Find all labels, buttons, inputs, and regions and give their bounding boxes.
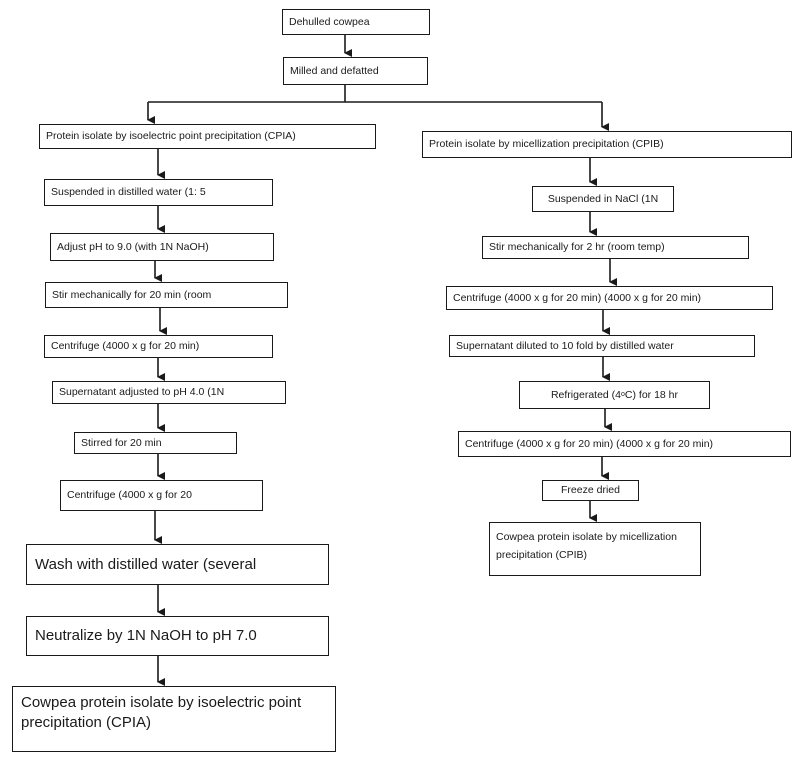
node-right-step-2: Stir mechanically for 2 hr (room temp) (482, 236, 749, 259)
node-cpia-result: Cowpea protein isolate by isoelectric po… (12, 686, 336, 752)
node-right-step-5: Centrifuge (4000 x g for 20 min) (4000 x… (458, 431, 791, 457)
node-right-step-3: Centrifuge (4000 x g for 20 min) (4000 x… (446, 286, 773, 310)
node-milled-defatted: Milled and defatted (283, 57, 428, 85)
node-cpib-result: Cowpea protein isolate by micellization … (489, 522, 701, 576)
node-right-step-6: Freeze dried (542, 480, 639, 501)
node-left-step-9: Neutralize by 1N NaOH to pH 7.0 (26, 616, 329, 656)
node-left-step-6: Stirred for 20 min (74, 432, 237, 454)
node-dehulled-cowpea: Dehulled cowpea (282, 9, 430, 35)
node-cpib-header: Protein isolate by micellization precipi… (422, 131, 792, 158)
node-left-step-5: Supernatant adjusted to pH 4.0 (1N (52, 381, 286, 404)
node-cpia-header: Protein isolate by isoelectric point pre… (39, 124, 376, 149)
node-left-step-3: Stir mechanically for 20 min (room (45, 282, 288, 308)
node-left-step-7: Centrifuge (4000 x g for 20 (60, 480, 263, 511)
refrigerated-text-after: C) for 18 hr (624, 388, 679, 401)
refrigerated-text-before: Refrigerated (4 (550, 388, 622, 401)
node-left-step-2: Adjust pH to 9.0 (with 1N NaOH) (50, 233, 274, 261)
node-right-step-1: Suspended in NaCl (1N (532, 186, 674, 212)
node-left-step-1: Suspended in distilled water (1: 5 (44, 179, 273, 206)
node-left-step-4: Centrifuge (4000 x g for 20 min) (44, 335, 273, 358)
node-left-step-8: Wash with distilled water (several (26, 544, 329, 585)
node-right-step-4: Supernatant diluted to 10 fold by distil… (449, 335, 755, 357)
